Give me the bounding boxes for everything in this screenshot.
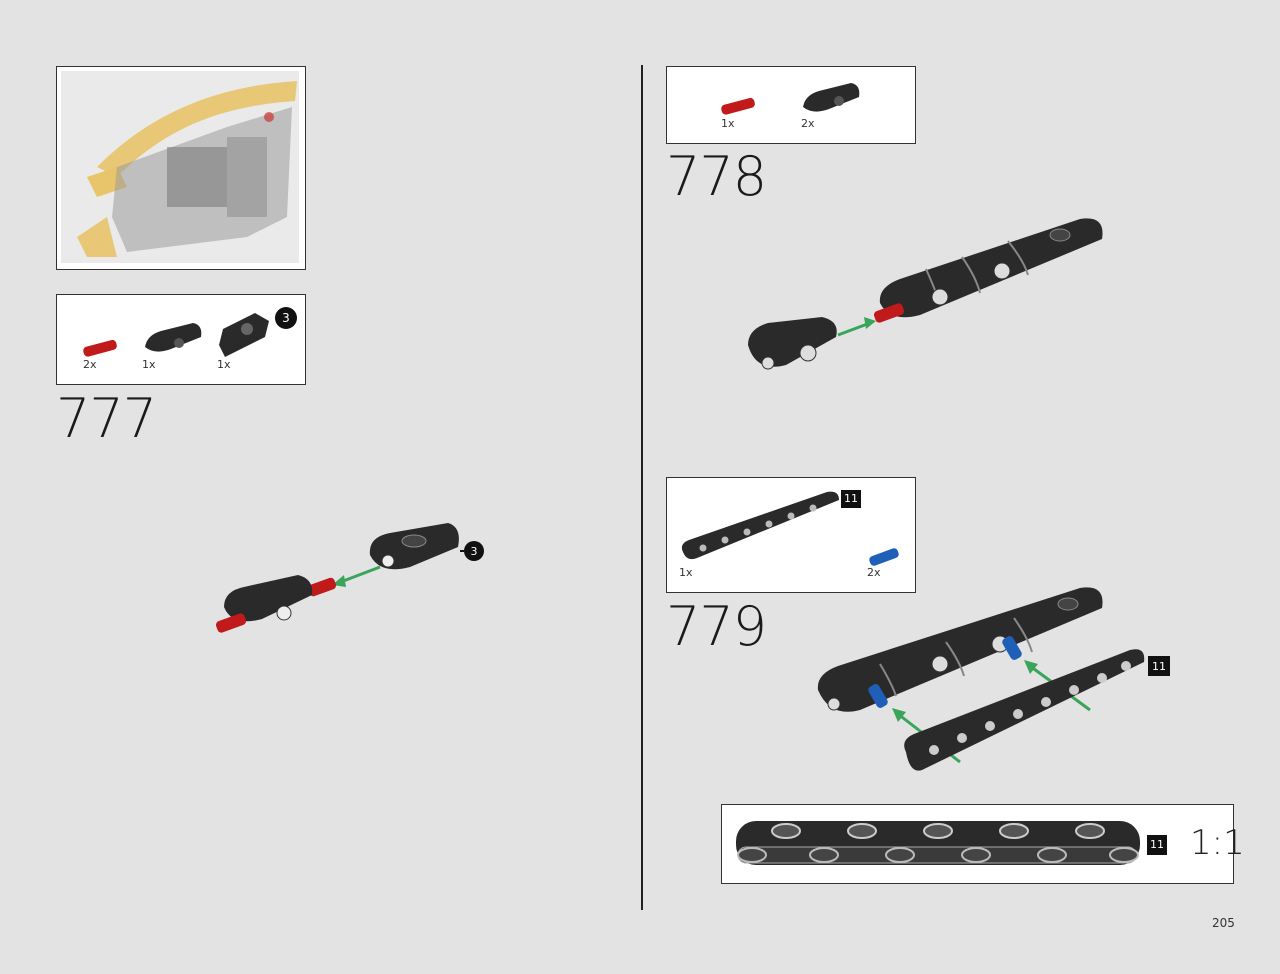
page-number: 205	[1212, 916, 1235, 930]
step-777-parts-box: 3 2x 1x 1x	[56, 294, 306, 385]
part-qty: 1x	[721, 117, 735, 130]
part-qty: 1x	[142, 358, 156, 371]
step-number: 778	[666, 145, 767, 208]
step-779-parts-box: 11 1x 2x	[666, 477, 916, 593]
part-qty: 2x	[801, 117, 815, 130]
part-badge: 11	[841, 490, 861, 508]
step-number: 777	[56, 387, 157, 450]
scale-label: 1:1	[1190, 823, 1245, 863]
beam-11-scale-image	[736, 821, 1140, 865]
red-axle-pin-icon	[721, 97, 755, 115]
step-number: 779	[666, 595, 767, 658]
page-divider	[641, 65, 643, 910]
step-777-assembly: 3	[215, 523, 484, 633]
part-qty: 1x	[679, 566, 693, 579]
black-panel-icon	[803, 83, 860, 112]
submodel-thumbnail-image	[61, 71, 299, 263]
step-778-parts-box: 1x 2x	[666, 66, 916, 144]
part-qty: 1x	[217, 358, 231, 371]
assembly-badge: 3	[471, 545, 478, 558]
step-778-assembly	[748, 218, 1103, 370]
submodel-thumbnail-box	[56, 66, 306, 270]
part-qty: 2x	[867, 566, 881, 579]
step-779-assembly: 11	[817, 587, 1170, 771]
blue-pin-icon	[869, 548, 899, 566]
part-qty: 2x	[83, 358, 97, 371]
scale-badge: 11	[1147, 835, 1167, 855]
red-axle-pin-icon	[83, 339, 117, 357]
beam-11-icon	[681, 491, 839, 560]
assembly-badge: 11	[1152, 660, 1166, 673]
part-badge: 3	[275, 307, 297, 329]
scale-box: 11 1:1	[721, 804, 1245, 884]
black-panel-icon	[145, 323, 202, 352]
black-panel-3-icon	[219, 313, 269, 357]
